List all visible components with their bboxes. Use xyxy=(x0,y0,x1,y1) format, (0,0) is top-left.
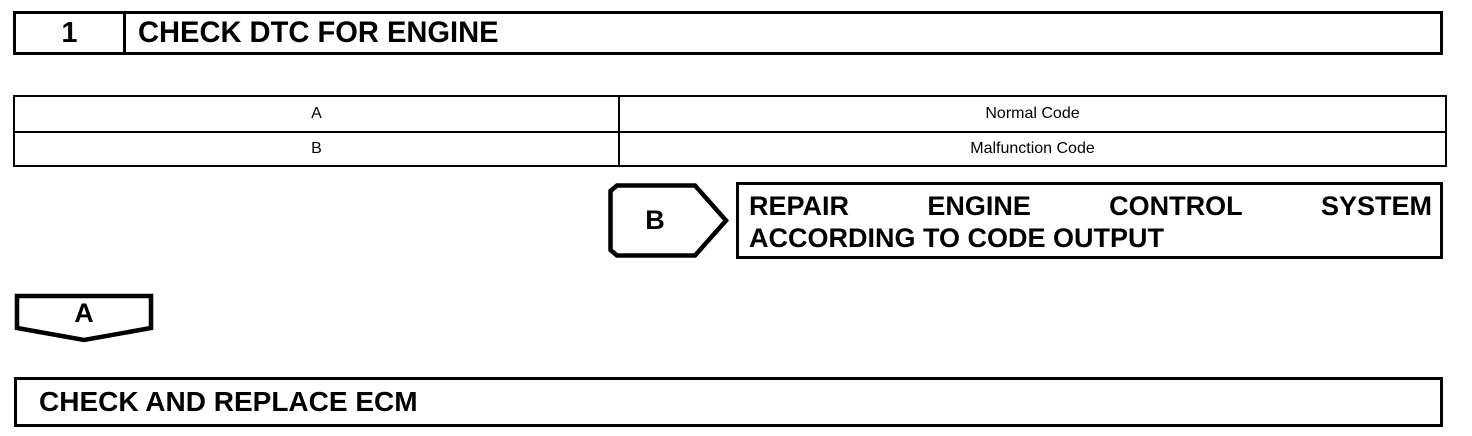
branch-b-action-line-1: REPAIR ENGINE CONTROL SYSTEM xyxy=(749,191,1432,223)
step-number: 1 xyxy=(61,16,78,49)
branch-b-action-box: REPAIR ENGINE CONTROL SYSTEM ACCORDING T… xyxy=(736,182,1443,259)
result-key-b: B xyxy=(13,131,620,167)
action-word: ENGINE xyxy=(927,191,1031,221)
result-table: A Normal Code B Malfunction Code xyxy=(13,95,1447,167)
branch-a-tag-letter: A xyxy=(74,297,94,328)
arrow-right-tag-icon xyxy=(608,183,729,258)
action-word: REPAIR xyxy=(749,191,850,221)
arrow-down-tag-icon xyxy=(14,293,154,343)
step-title-cell: CHECK DTC FOR ENGINE xyxy=(126,14,1440,52)
result-value-a: Normal Code xyxy=(618,95,1447,133)
branch-a-tag: A xyxy=(14,293,154,343)
table-row: B Malfunction Code xyxy=(13,131,1447,167)
step-header: 1 CHECK DTC FOR ENGINE xyxy=(13,11,1443,55)
step-number-cell: 1 xyxy=(16,14,126,52)
table-row: A Normal Code xyxy=(13,95,1447,133)
result-key-a: A xyxy=(13,95,620,133)
action-word: SYSTEM xyxy=(1320,191,1432,221)
final-action-box: CHECK AND REPLACE ECM xyxy=(14,377,1443,427)
branch-b-tag-letter: B xyxy=(645,205,665,235)
step-title: CHECK DTC FOR ENGINE xyxy=(138,16,499,49)
branch-b-action-line-2: ACCORDING TO CODE OUTPUT xyxy=(749,222,1165,253)
action-word: CONTROL xyxy=(1109,191,1243,221)
result-value-b: Malfunction Code xyxy=(618,131,1447,167)
final-action-title: CHECK AND REPLACE ECM xyxy=(39,386,418,417)
branch-b-tag: B xyxy=(607,182,729,259)
branch-b-row: B REPAIR ENGINE CONTROL SYSTEM ACCORDING… xyxy=(607,182,1443,259)
